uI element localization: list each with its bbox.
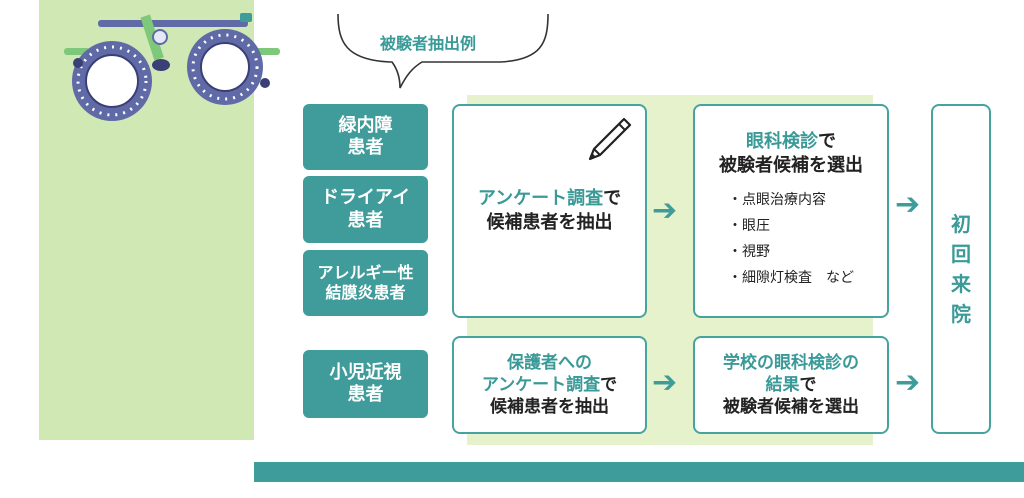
arrow-right-icon: ➔ xyxy=(895,365,921,400)
school-card-line1: 学校の眼科検診の xyxy=(723,352,859,373)
list-item: ・眼圧 xyxy=(728,217,770,234)
arrow-right-icon: ➔ xyxy=(652,193,678,228)
guardian-card-line1: 保護者への xyxy=(507,352,592,373)
list-item: ・細隙灯検査 など xyxy=(728,269,854,286)
guardian-survey-card: 保護者への アンケート調査で 候補患者を抽出 xyxy=(452,336,647,434)
school-exam-card: 学校の眼科検診の 結果で 被験者候補を選出 xyxy=(693,336,889,434)
arrow-right-icon: ➔ xyxy=(895,187,921,222)
first-visit-card: 初 回 来 院 xyxy=(931,104,991,434)
patient-dry-eye: ドライアイ患者 xyxy=(303,176,428,243)
survey-card-line1: アンケート調査で xyxy=(477,188,622,210)
list-item: ・視野 xyxy=(728,243,770,260)
patient-allergic-conjunctivitis: アレルギー性結膜炎患者 xyxy=(303,250,428,316)
list-item: ・点眼治療内容 xyxy=(728,191,826,208)
trial-frame-glasses-icon xyxy=(64,13,280,121)
survey-card-line2: 候補患者を抽出 xyxy=(486,212,613,233)
arrow-right-icon: ➔ xyxy=(652,365,678,400)
exam-items-list: ・点眼治療内容 ・眼圧 ・視野 ・細隙灯検査 など xyxy=(728,188,854,292)
patient-child-myopia: 小児近視患者 xyxy=(303,350,428,418)
exam-card-line2: 被験者候補を選出 xyxy=(719,155,863,177)
guardian-card-line3: 候補患者を抽出 xyxy=(490,397,609,418)
bottom-accent-bar xyxy=(254,462,1024,482)
school-card-line2: 結果で xyxy=(765,374,817,395)
bubble-label: 被験者抽出例 xyxy=(380,34,477,53)
exam-card: 眼科検診で 被験者候補を選出 ・点眼治療内容 ・眼圧 ・視野 ・細隙灯検査 など xyxy=(693,104,889,318)
patient-glaucoma: 緑内障患者 xyxy=(303,104,428,170)
guardian-card-line2: アンケート調査で xyxy=(481,374,618,395)
school-card-line3: 被験者候補を選出 xyxy=(723,397,859,418)
pen-icon xyxy=(588,117,632,161)
exam-card-line1: 眼科検診で xyxy=(746,131,836,153)
speech-bubble-brace xyxy=(337,13,549,89)
